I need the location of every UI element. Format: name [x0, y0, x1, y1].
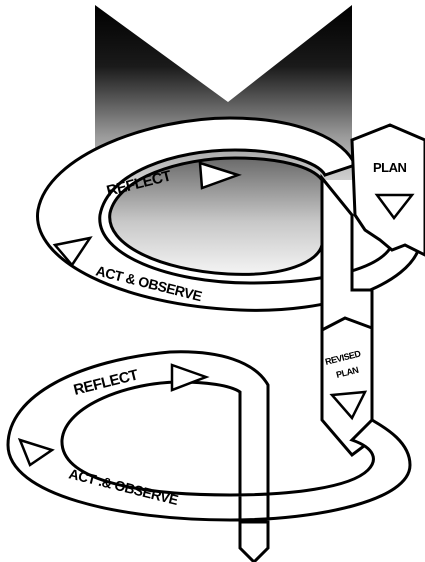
reflect-arrow-lower: [170, 363, 210, 392]
lower-stem: [238, 520, 270, 562]
reflect-arrow-upper: [198, 161, 242, 190]
act-arrow-upper: [52, 236, 93, 268]
plan-label: PLAN: [373, 160, 407, 175]
revised-plan-arrow: [329, 390, 368, 421]
act-arrow-lower: [17, 438, 55, 467]
plan-band: [350, 123, 425, 257]
upper-loop-hole: [108, 156, 324, 276]
plan-arrow: [374, 193, 415, 221]
